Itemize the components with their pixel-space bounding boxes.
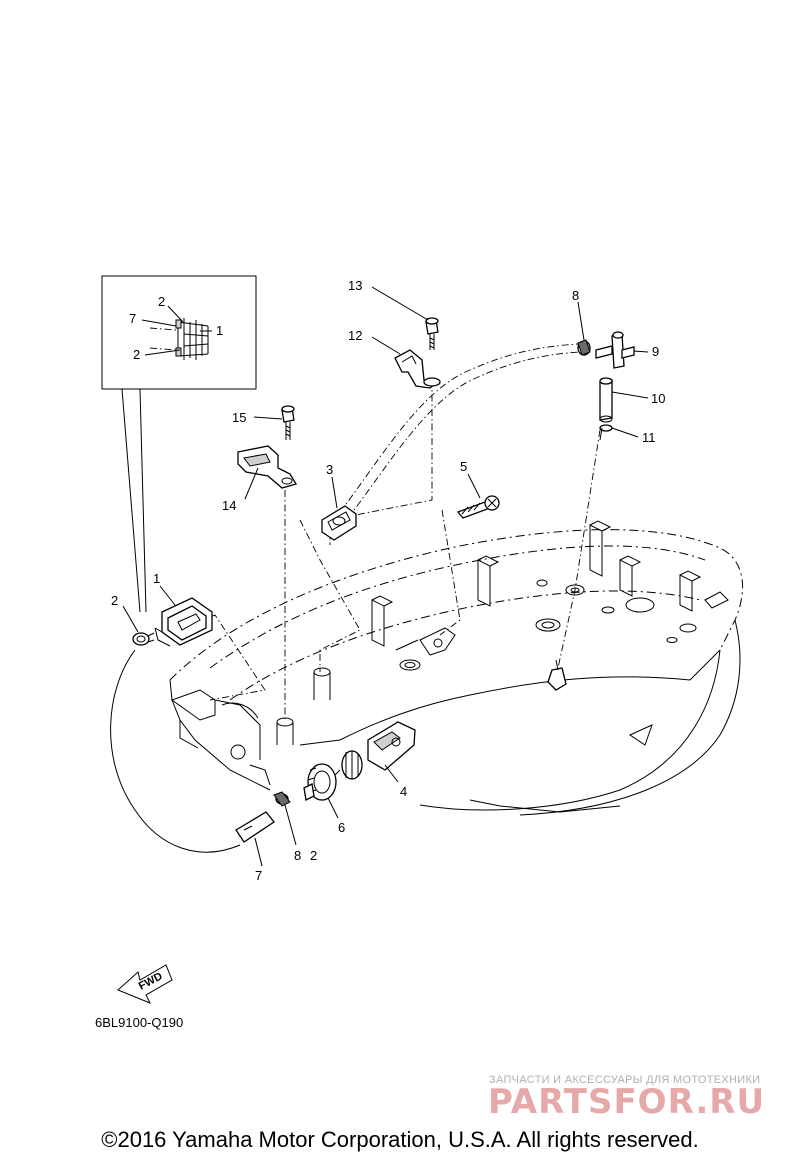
part-1-grommet[interactable] — [154, 597, 213, 647]
part-5-screw[interactable] — [456, 495, 500, 519]
part-13-bolt[interactable] — [425, 317, 439, 350]
part-8-clip-upper[interactable] — [577, 339, 591, 356]
callout-numbers: 1 2 3 4 5 6 7 8 9 10 11 12 13 14 15 2 8 … — [111, 278, 665, 883]
part-15-bolt[interactable] — [281, 405, 295, 440]
part-8-clip-lower[interactable] — [273, 791, 291, 807]
callout-14: 14 — [222, 498, 236, 513]
callout-13: 13 — [348, 278, 362, 293]
bottom-cowling — [169, 520, 744, 816]
fwd-label: FWD — [137, 970, 165, 992]
callout-8-lower: 8 — [294, 848, 301, 863]
fwd-arrow: FWD — [117, 964, 173, 1004]
callout-15: 15 — [232, 410, 246, 425]
callout-12: 12 — [348, 328, 362, 343]
part-9-tee-joint[interactable] — [595, 331, 635, 369]
copyright-notice: ©2016 Yamaha Motor Corporation, U.S.A. A… — [101, 1127, 699, 1152]
part-3-grommet[interactable] — [321, 505, 357, 541]
callout-5: 5 — [460, 459, 467, 474]
part-2-hose-clip[interactable] — [132, 632, 155, 646]
watermark: ЗАПЧАСТИ И АКСЕССУАРЫ ДЛЯ МОТОТЕХНИКИ PA… — [488, 1074, 765, 1122]
inset-callout-1: 1 — [216, 323, 223, 338]
callout-2-lower: 2 — [310, 848, 317, 863]
callout-1: 1 — [153, 571, 160, 586]
diagram-code: 6BL9100-Q190 — [95, 1015, 183, 1030]
part-12-clamp[interactable] — [394, 349, 441, 389]
watermark-tagline: ЗАПЧАСТИ И АКСЕССУАРЫ ДЛЯ МОТОТЕХНИКИ — [489, 1074, 760, 1086]
detail-inset — [101, 275, 257, 613]
inset-callout-2-bottom: 2 — [133, 347, 140, 362]
callout-10: 10 — [651, 391, 665, 406]
callout-4: 4 — [400, 784, 407, 799]
part-10-hose[interactable] — [599, 377, 613, 423]
leader-lines — [122, 286, 649, 867]
part-4-plug-holder[interactable] — [341, 721, 416, 780]
part-14-bracket[interactable] — [237, 445, 297, 489]
inset-callout-2-top: 2 — [158, 294, 165, 309]
callout-2: 2 — [111, 593, 118, 608]
part-11-clip[interactable] — [599, 424, 613, 441]
callout-8: 8 — [572, 288, 579, 303]
callout-9: 9 — [652, 344, 659, 359]
inset-callout-7: 7 — [129, 311, 136, 326]
callout-7: 7 — [255, 868, 262, 883]
callout-3: 3 — [326, 462, 333, 477]
part-7-hose[interactable] — [235, 811, 275, 843]
watermark-brand: PARTSFOR.RU — [488, 1082, 765, 1122]
part-6-flush-connector[interactable] — [303, 763, 337, 801]
callout-11: 11 — [642, 430, 656, 445]
callout-6: 6 — [338, 820, 345, 835]
